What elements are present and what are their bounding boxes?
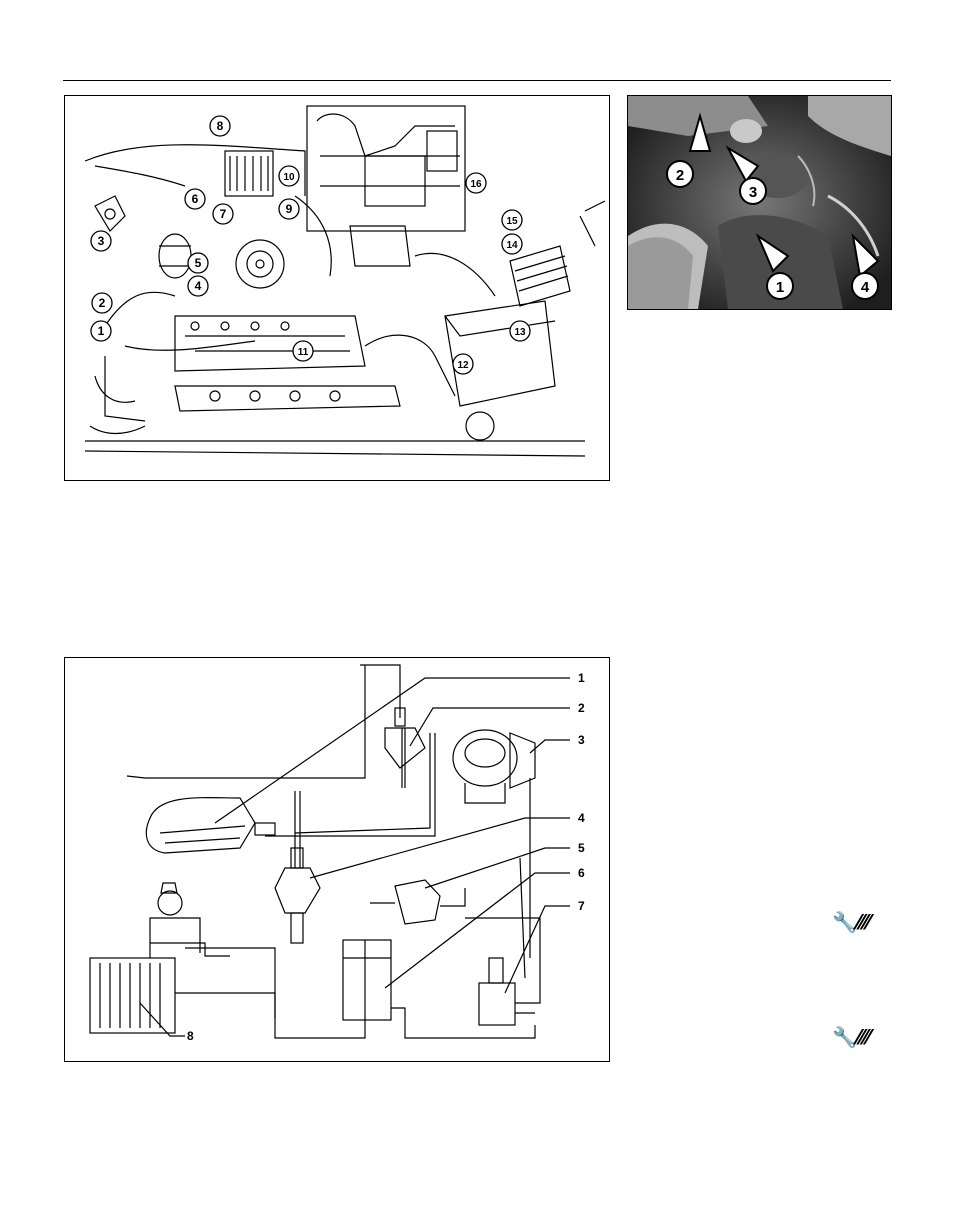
- wrench-rating-icon: 🔧⁄⁄⁄⁄: [832, 1025, 871, 1049]
- engine-photo: 2 3 1 4: [627, 95, 892, 310]
- engine-callout: 7: [220, 207, 227, 221]
- engine-callout: 4: [195, 279, 202, 293]
- engine-callout: 2: [99, 296, 106, 310]
- photo-callout: 3: [749, 184, 757, 201]
- engine-callout: 14: [506, 240, 518, 251]
- schematic-callout: 3: [578, 733, 585, 747]
- engine-bay-drawing: 1 2 3 4 5 6 7 8 9 10 11 12 13 14 15 16: [84, 105, 606, 457]
- engine-callout: 16: [470, 179, 482, 190]
- engine-callout-labels: 1 2 3 4 5 6 7 8 9 10 11 12 13 14 15 16: [98, 119, 526, 371]
- engine-callout: 13: [514, 327, 526, 338]
- engine-bay-figure: 1 2 3 4 5 6 7 8 9 10 11 12 13 14 15 16: [64, 95, 610, 481]
- photo-callout: 1: [776, 279, 784, 296]
- engine-callout: 12: [457, 360, 469, 371]
- photo-callout: 4: [861, 279, 870, 296]
- fuel-system-schematic: 1 2 3 4 5 6 7 8: [64, 657, 610, 1062]
- engine-callout: 9: [286, 202, 293, 216]
- fuel-system-diagram: 1 2 3 4 5 6 7 8: [89, 664, 585, 1043]
- engine-callout: 1: [98, 324, 105, 338]
- wrench-rating-icon: 🔧⁄⁄⁄⁄: [832, 910, 871, 934]
- engine-callout: 11: [298, 347, 309, 358]
- engine-callout: 3: [98, 234, 105, 248]
- schematic-callout: 2: [578, 701, 585, 715]
- engine-photo-image: 2 3 1 4: [628, 96, 891, 309]
- engine-callout: 8: [217, 119, 224, 133]
- schematic-callout: 7: [578, 899, 585, 913]
- schematic-callout: 1: [578, 671, 585, 685]
- schematic-callout: 8: [187, 1029, 194, 1043]
- engine-callout: 15: [506, 216, 518, 227]
- schematic-callout: 4: [578, 811, 585, 825]
- engine-callout: 5: [195, 256, 202, 270]
- engine-callout: 10: [283, 172, 295, 183]
- header-rule: [63, 80, 891, 81]
- photo-callout: 2: [676, 167, 684, 184]
- schematic-callout: 6: [578, 866, 585, 880]
- engine-callout: 6: [192, 192, 199, 206]
- schematic-callout: 5: [578, 841, 585, 855]
